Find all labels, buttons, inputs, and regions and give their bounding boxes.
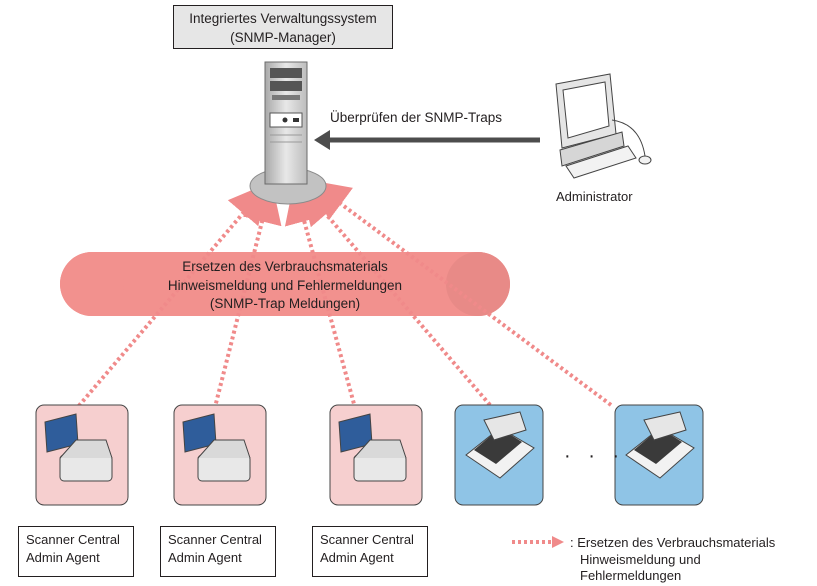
admin-pc-icon: [555, 73, 652, 179]
legend-line-2: Hinweismeldung und: [580, 551, 701, 567]
trap-band-line-1: Ersetzen des Verbrauchsmaterials: [182, 259, 388, 274]
snmp-trap-arrows: [69, 180, 613, 417]
check-traps-label: Überprüfen der SNMP-Traps: [330, 110, 503, 125]
device-pc-scanner-2: [173, 404, 267, 506]
agent-label-2-line-1: Scanner Central: [168, 532, 262, 547]
trap-band-line-2: Hinweismeldung und Fehlermeldungen: [167, 277, 403, 293]
trap-arrow-2: [211, 182, 282, 416]
legend-line-1: : Ersetzen des Verbrauchsmaterials: [570, 535, 776, 550]
legend-arrow: [512, 536, 564, 548]
snmp-manager-box: Integriertes Verwaltungssystem (SNMP-Man…: [173, 5, 393, 49]
more-devices-ellipsis: · · ·: [564, 445, 626, 467]
legend-text: : Ersetzen des Verbrauchsmaterials Hinwe…: [570, 535, 775, 585]
agent-label-1-line-1: Scanner Central: [26, 532, 120, 547]
agent-label-3: Scanner Central Admin Agent: [312, 526, 428, 577]
agent-label-3-line-1: Scanner Central: [320, 532, 414, 547]
server-icon: [249, 61, 327, 205]
manager-title: Integriertes Verwaltungssystem: [189, 11, 377, 26]
administrator-label: Administrator: [556, 189, 633, 204]
trap-arrow-3: [284, 182, 359, 416]
manager-subtitle: (SNMP-Manager): [230, 30, 336, 45]
device-pc-scanner-1: [35, 404, 129, 506]
agent-label-3-line-2: Admin Agent: [320, 550, 394, 565]
agent-label-2-line-2: Admin Agent: [168, 550, 242, 565]
check-arrow: [314, 130, 540, 150]
device-network-scanner-1: [454, 404, 544, 506]
device-pc-scanner-3: [329, 404, 423, 506]
device-network-scanner-2: [614, 404, 704, 506]
trap-band-text: Ersetzen des Verbrauchsmaterials Hinweis…: [60, 258, 510, 314]
agent-label-1-line-2: Admin Agent: [26, 550, 100, 565]
agent-label-1: Scanner Central Admin Agent: [18, 526, 134, 577]
agent-label-2: Scanner Central Admin Agent: [160, 526, 276, 577]
legend-line-3: Fehlermeldungen: [580, 568, 682, 583]
trap-band-line-3: (SNMP-Trap Meldungen): [209, 296, 361, 311]
